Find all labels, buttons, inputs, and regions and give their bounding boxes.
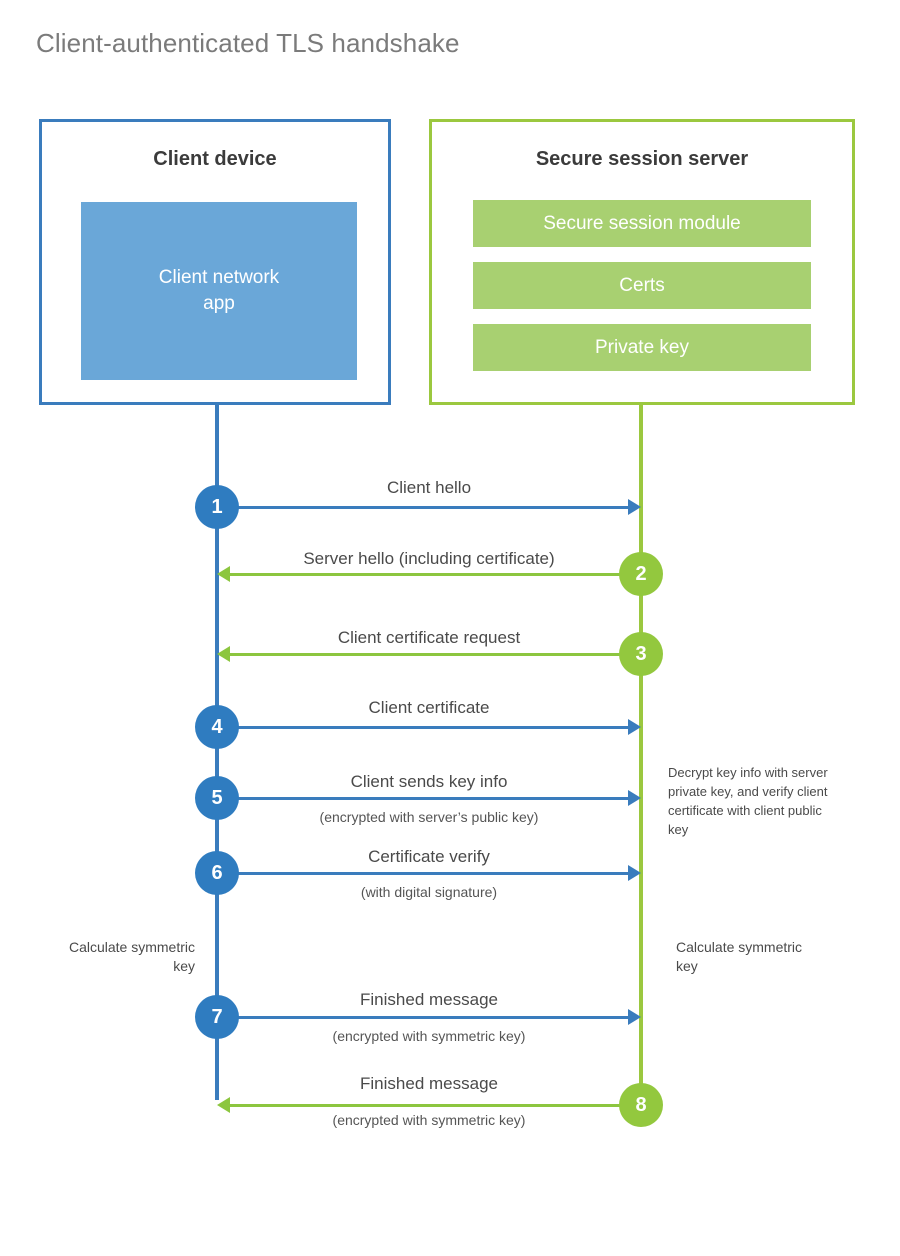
client-device-title: Client device [153, 148, 277, 170]
secure-session-server-title: Secure session server [535, 148, 749, 170]
step-6-arrow-head-right-icon [628, 865, 641, 881]
step-5-arrow-line [217, 797, 628, 800]
step-3-arrow-line [230, 653, 641, 656]
step-4-arrow-head-right-icon [628, 719, 641, 735]
step-8-arrow-head-left-icon [217, 1097, 230, 1113]
secure-session-server-box: Secure session server Secure session mod… [429, 119, 855, 405]
server-module-private-key: Private key [473, 324, 811, 371]
step-5-label: Client sends key info [350, 772, 508, 791]
step-8-label: Finished message [360, 1074, 498, 1093]
server-calculate-symmetric-key-note: Calculate symmetric key [676, 939, 803, 974]
step-5-sublabel: (encrypted with server’s public key) [319, 809, 539, 825]
step-7-arrow-head-right-icon [628, 1009, 641, 1025]
step-1-arrow-head-right-icon [628, 499, 641, 515]
step-6-arrow-line [217, 872, 628, 875]
server-module-certs: Certs [473, 262, 811, 309]
page-title: Client-authenticated TLS handshake [36, 28, 460, 58]
step-1-arrow-line [217, 506, 628, 509]
step-3-label: Client certificate request [337, 628, 521, 647]
step-5-circle[interactable]: 5 [195, 776, 239, 820]
step-5-arrow-head-right-icon [628, 790, 641, 806]
step-7-circle[interactable]: 7 [195, 995, 239, 1039]
client-lifeline [215, 405, 219, 1100]
server-lifeline [639, 405, 643, 1105]
step-2-arrow-line [230, 573, 641, 576]
server-decrypt-note: Decrypt key info with server private key… [668, 765, 828, 837]
step-3-circle[interactable]: 3 [619, 632, 663, 676]
step-7-sublabel: (encrypted with symmetric key) [332, 1028, 526, 1044]
step-6-circle[interactable]: 6 [195, 851, 239, 895]
step-7-label: Finished message [360, 990, 498, 1009]
step-3-arrow-head-left-icon [217, 646, 230, 662]
step-4-arrow-line [217, 726, 628, 729]
client-calculate-symmetric-key-note: Calculate symmetric key [68, 939, 195, 974]
step-8-sublabel: (encrypted with symmetric key) [332, 1112, 526, 1128]
step-2-label: Server hello (including certificate) [303, 549, 555, 568]
step-2-arrow-head-left-icon [217, 566, 230, 582]
step-4-circle[interactable]: 4 [195, 705, 239, 749]
server-modules-list: Secure session module Certs Private key [473, 200, 811, 371]
step-1-circle[interactable]: 1 [195, 485, 239, 529]
step-6-sublabel: (with digital signature) [360, 884, 498, 900]
step-6-label: Certificate verify [368, 847, 490, 866]
step-8-arrow-line [230, 1104, 641, 1107]
server-module-secure-session-module: Secure session module [473, 200, 811, 247]
step-2-circle[interactable]: 2 [619, 552, 663, 596]
step-8-circle[interactable]: 8 [619, 1083, 663, 1127]
step-4-label: Client certificate [368, 698, 490, 717]
step-7-arrow-line [217, 1016, 628, 1019]
step-1-label: Client hello [386, 478, 472, 497]
